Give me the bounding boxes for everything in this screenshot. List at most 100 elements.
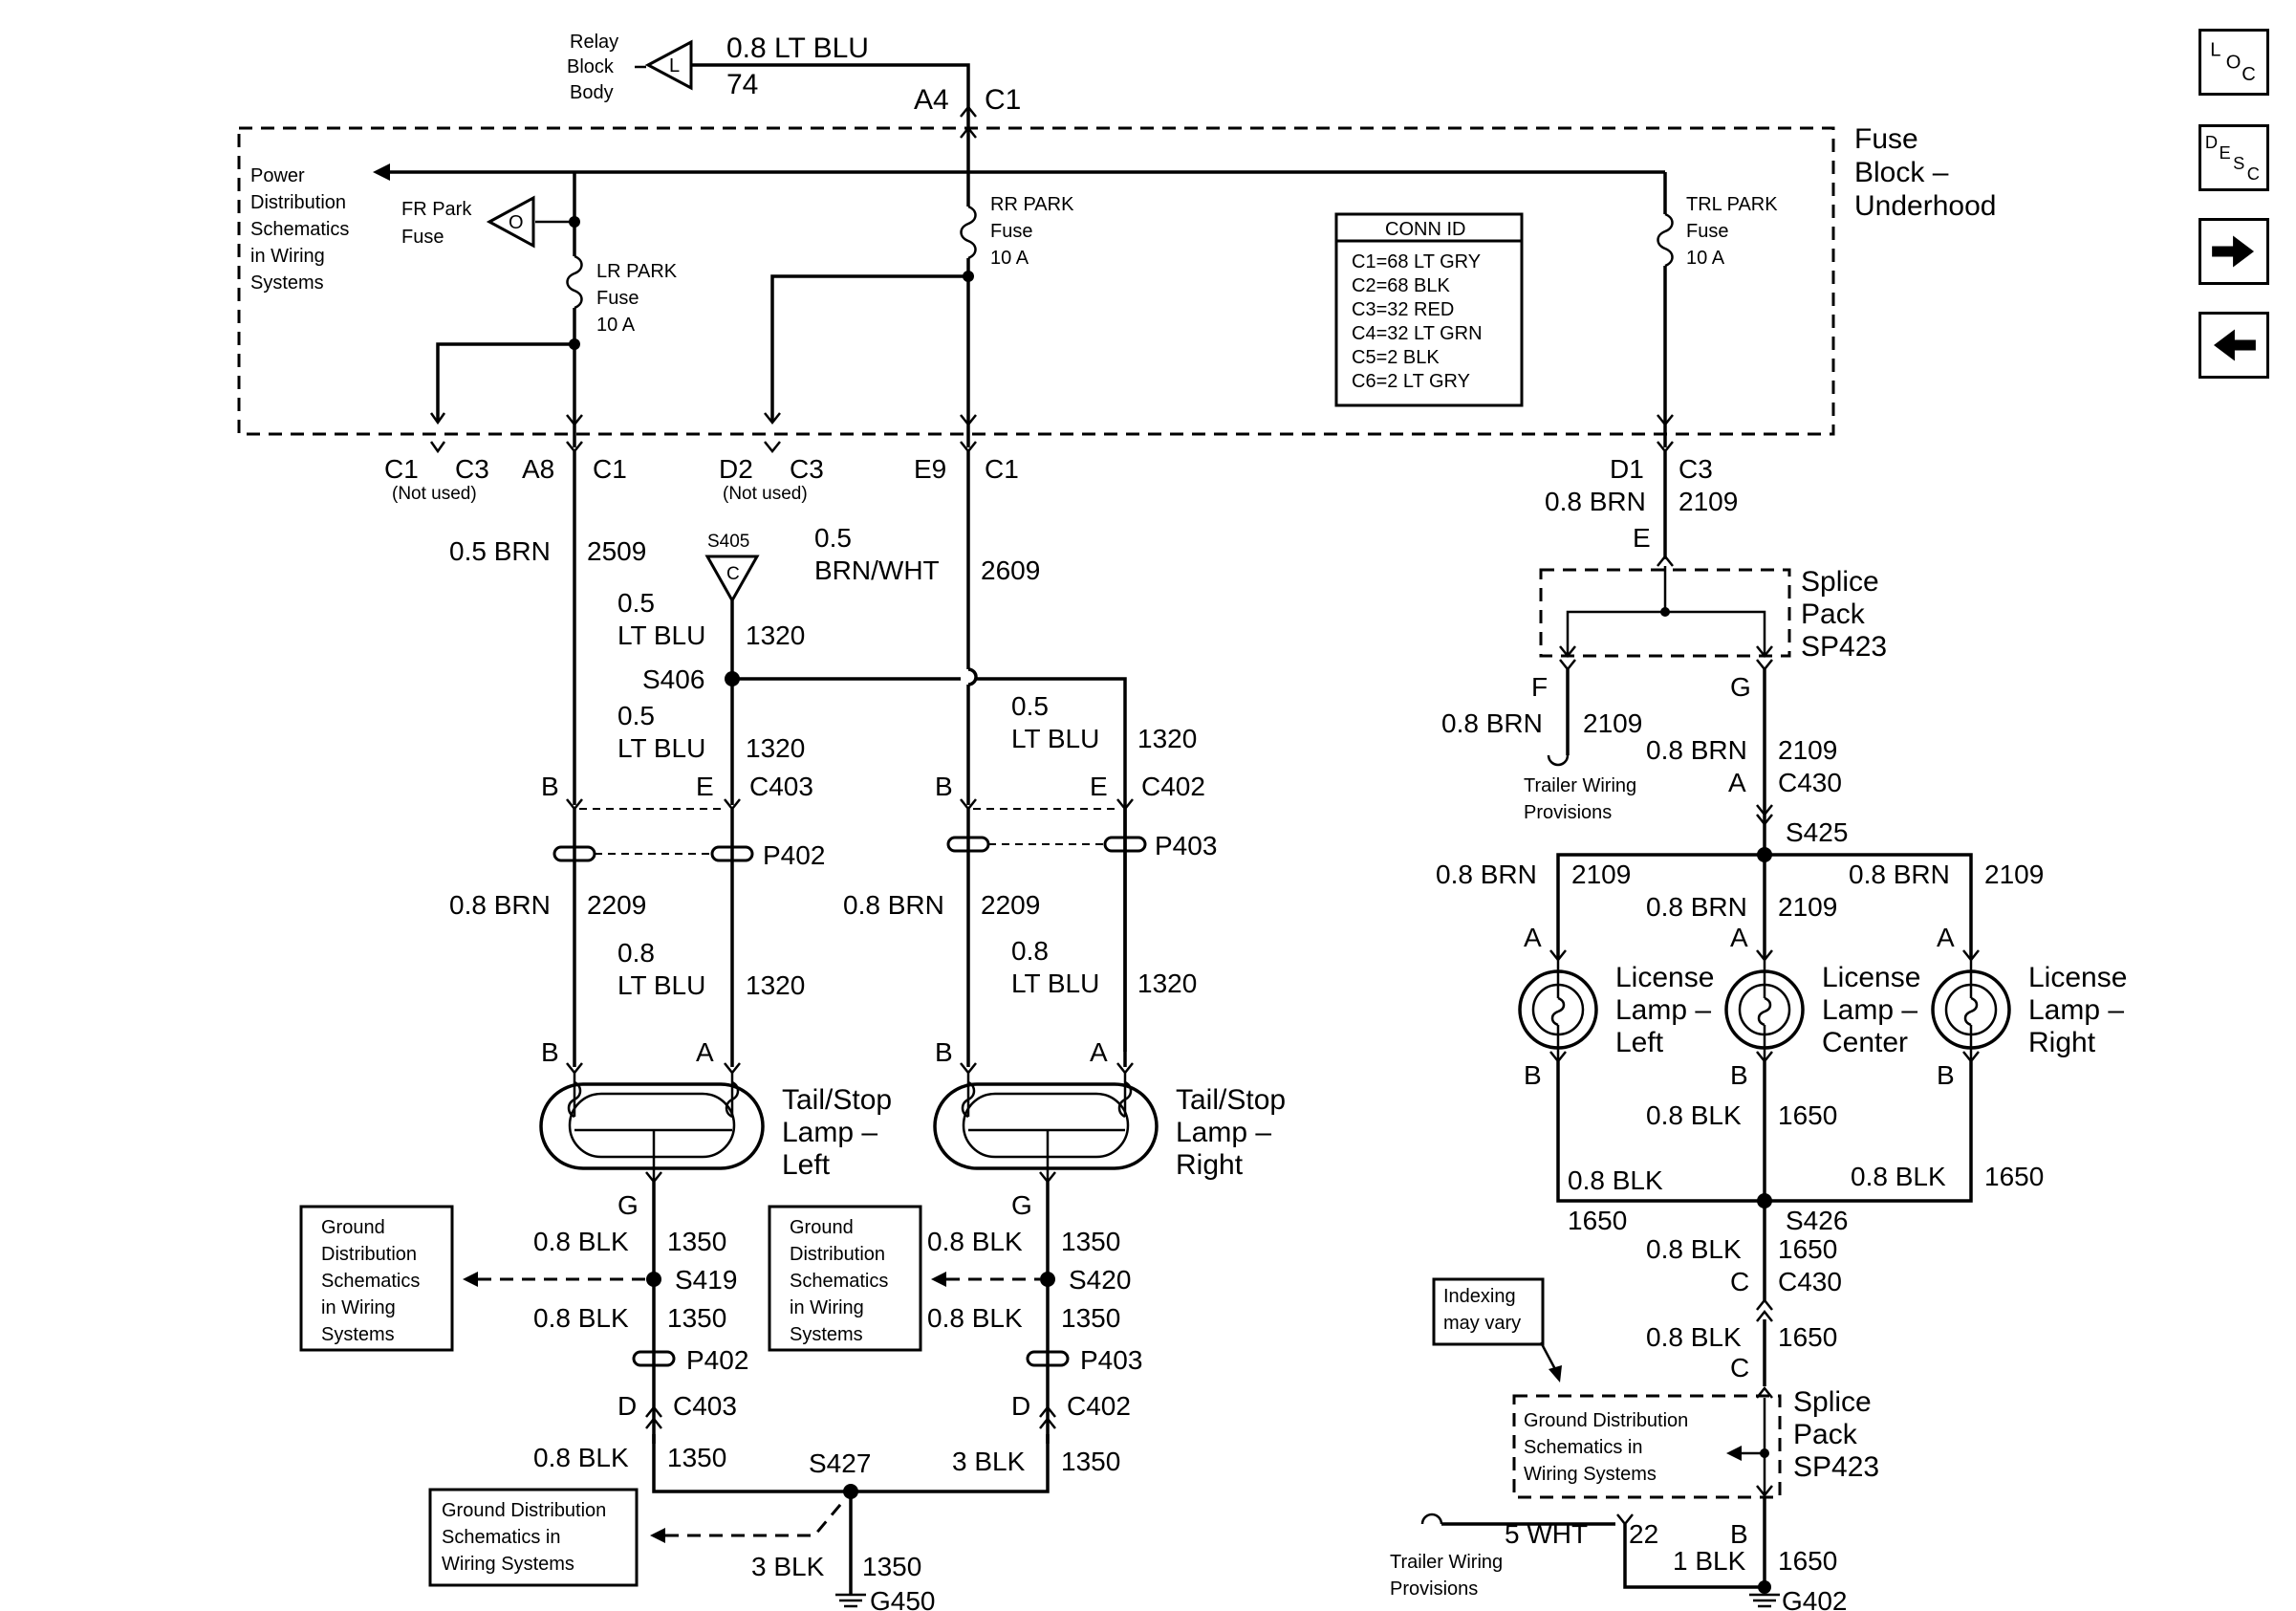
w2109e-circuit: 2109 bbox=[1778, 892, 1837, 922]
w2109a-color: 0.8 BRN bbox=[1545, 487, 1646, 516]
lr-park-3: 10 A bbox=[596, 315, 636, 336]
term-c3-c: C3 bbox=[1679, 454, 1713, 484]
conn-id-table: CONN ID C1=68 LT GRY C2=68 BLK C3=32 RED… bbox=[1334, 212, 1524, 407]
lic-l-1: License bbox=[1615, 962, 1714, 993]
relay-label-1: Relay bbox=[570, 32, 618, 53]
w1350c-circuit: 1350 bbox=[1061, 1227, 1120, 1256]
w2109b-color: 0.8 BRN bbox=[1441, 708, 1543, 738]
g-pin-right: G bbox=[1011, 1190, 1032, 1220]
b-pin: B bbox=[1730, 1519, 1748, 1549]
desc-letter-s: S bbox=[2233, 153, 2244, 173]
w1650a-color: 0.8 BLK bbox=[1646, 1100, 1742, 1130]
lamp-r-pin-b: B bbox=[935, 1037, 953, 1067]
w1650d-color: 1 BLK bbox=[1673, 1546, 1746, 1576]
prev-page-button[interactable] bbox=[2199, 312, 2269, 379]
gnd-dist-d-3: Wiring Systems bbox=[1524, 1464, 1657, 1485]
gnd-dist-c-3: Wiring Systems bbox=[442, 1554, 574, 1575]
gnd-dist-c-2: Schematics in bbox=[442, 1527, 561, 1548]
c402-pin-b: B bbox=[935, 772, 953, 801]
term-d1: D1 bbox=[1610, 454, 1644, 484]
trailer-a-2: Provisions bbox=[1524, 802, 1612, 823]
license-lamp-center-icon bbox=[1724, 960, 1805, 1059]
license-lamp-circuit: 0.8 BRN 2109 E Splice Pack SP423 F 0.8 B… bbox=[1390, 451, 2127, 1611]
w1350a-circuit: 1350 bbox=[667, 1227, 726, 1256]
w2209r-circuit: 2209 bbox=[981, 890, 1040, 920]
w2109e-color: 0.8 BRN bbox=[1646, 892, 1747, 922]
lic-l-pin-b: B bbox=[1524, 1060, 1542, 1090]
s405-splice-icon bbox=[704, 555, 760, 604]
conn-id-5: C5=2 BLK bbox=[1352, 347, 1440, 368]
w1650d-circuit: 1650 bbox=[1778, 1546, 1837, 1576]
w2609-2: BRN/WHT bbox=[814, 555, 940, 585]
w1320a-1: 0.5 bbox=[617, 588, 655, 618]
w2609-circuit: 2609 bbox=[981, 555, 1040, 585]
lic-c-pin-b: B bbox=[1730, 1060, 1748, 1090]
w1320b-2: LT BLU bbox=[617, 733, 705, 763]
lic-c-1: License bbox=[1822, 962, 1920, 993]
s419-label: S419 bbox=[675, 1265, 737, 1295]
w2109b-circuit: 2109 bbox=[1583, 708, 1642, 738]
desc-letter-d: D bbox=[2205, 132, 2218, 152]
desc-letter-e: E bbox=[2219, 142, 2230, 163]
w1650r-color: 0.8 BLK bbox=[1851, 1162, 1946, 1191]
desc-button[interactable]: D E S C bbox=[2199, 124, 2269, 191]
c403-pin-b: B bbox=[541, 772, 559, 801]
w2109a-circuit: 2109 bbox=[1679, 487, 1738, 516]
gnd-dist-b-3: Schematics bbox=[790, 1271, 888, 1292]
gnd-dist-b-2: Distribution bbox=[790, 1244, 885, 1265]
gnd-dist-d-1: Ground Distribution bbox=[1524, 1410, 1688, 1431]
w1350f-circuit: 1350 bbox=[1061, 1447, 1120, 1476]
lic-c-3: Center bbox=[1822, 1027, 1908, 1058]
lic-r-3: Right bbox=[2028, 1027, 2096, 1058]
next-page-button[interactable] bbox=[2199, 218, 2269, 285]
term-a8: A8 bbox=[522, 454, 554, 484]
trl-park-1: TRL PARK bbox=[1686, 194, 1778, 215]
term-e9: E9 bbox=[914, 454, 946, 484]
rr-park-2: Fuse bbox=[990, 221, 1032, 242]
w2109f-color: 0.8 BRN bbox=[1849, 860, 1950, 889]
fuse-block-title-3: Underhood bbox=[1854, 190, 1996, 222]
lr-park-1: LR PARK bbox=[596, 261, 678, 282]
lamp-r-pin-a: A bbox=[1090, 1037, 1108, 1067]
conn-id-1: C1=68 LT GRY bbox=[1352, 251, 1481, 272]
s406-label: S406 bbox=[642, 664, 704, 694]
c402-label: C402 bbox=[1141, 772, 1205, 801]
not-used-a: (Not used) bbox=[392, 484, 477, 504]
lic-l-3: Left bbox=[1615, 1027, 1664, 1058]
c403-pin-e: E bbox=[696, 772, 714, 801]
g-pin-left: G bbox=[617, 1190, 639, 1220]
trailer-b-1: Trailer Wiring bbox=[1390, 1552, 1503, 1573]
ground-g450-icon bbox=[835, 1593, 866, 1608]
w1650r-circuit: 1650 bbox=[1984, 1162, 2044, 1191]
conn-id-6: C6=2 LT GRY bbox=[1352, 371, 1470, 392]
loc-letter-c: C bbox=[2242, 64, 2256, 85]
fr-pin: O bbox=[509, 212, 524, 233]
sp423-2: Pack bbox=[1801, 599, 1866, 630]
fr-park-2: Fuse bbox=[401, 227, 444, 248]
lic-r-pin-a: A bbox=[1937, 923, 1955, 952]
lic-l-2: Lamp – bbox=[1615, 994, 1711, 1026]
lamp-r-3: Right bbox=[1176, 1149, 1244, 1181]
lic-r-pin-b: B bbox=[1937, 1060, 1955, 1090]
sp423b-1: Splice bbox=[1793, 1386, 1872, 1418]
f-pin: F bbox=[1531, 672, 1548, 702]
lamp-r-2: Lamp – bbox=[1176, 1117, 1271, 1148]
not-used-b: (Not used) bbox=[723, 484, 808, 504]
w2109d-circuit: 2109 bbox=[1571, 860, 1631, 889]
w1320l-1: 0.8 bbox=[617, 938, 655, 968]
conn-id-title: CONN ID bbox=[1385, 219, 1465, 240]
gnd-dist-b-5: Systems bbox=[790, 1324, 863, 1345]
term-d2: D2 bbox=[719, 454, 753, 484]
g450-label: G450 bbox=[870, 1586, 936, 1611]
rr-park-1: RR PARK bbox=[990, 194, 1074, 215]
loc-button[interactable]: L O C bbox=[2199, 29, 2269, 96]
trailer-a-1: Trailer Wiring bbox=[1524, 775, 1636, 796]
rr-park-3: 10 A bbox=[990, 248, 1029, 269]
relay-pin: L bbox=[669, 55, 680, 76]
w1350d-circuit: 1350 bbox=[1061, 1303, 1120, 1333]
lamp-l-2: Lamp – bbox=[782, 1117, 877, 1148]
gnd-dist-c-1: Ground Distribution bbox=[442, 1500, 606, 1521]
w1350e-circuit: 1350 bbox=[667, 1443, 726, 1472]
lamp-l-3: Left bbox=[782, 1149, 831, 1181]
lamp-l-pin-b: B bbox=[541, 1037, 559, 1067]
